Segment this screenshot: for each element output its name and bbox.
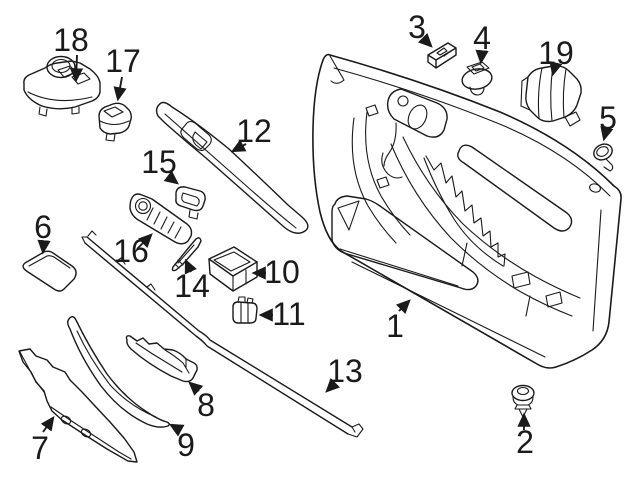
part-6-trim-cap bbox=[22, 250, 77, 292]
callout-8[interactable]: 8 bbox=[188, 381, 215, 423]
callout-18-arrow bbox=[69, 54, 84, 83]
part-11-retaining-clip bbox=[232, 296, 258, 324]
callout-12-arrow bbox=[230, 139, 247, 153]
part-16-speaker-grille-trim bbox=[129, 193, 193, 245]
callout-16-label[interactable]: 16 bbox=[113, 233, 149, 269]
callout-15[interactable]: 15 bbox=[141, 144, 179, 185]
callout-5-arrow bbox=[600, 125, 614, 142]
callout-15-label[interactable]: 15 bbox=[141, 144, 177, 180]
part-10-pocket-housing bbox=[208, 246, 258, 292]
callout-8-arrow bbox=[188, 381, 204, 396]
part-18-window-switch-unit bbox=[23, 55, 101, 117]
callout-13-arrow bbox=[325, 377, 341, 393]
callout-2-label[interactable]: 2 bbox=[516, 424, 534, 460]
part-15-switch-bezel bbox=[175, 186, 206, 220]
callout-14-arrow bbox=[184, 258, 197, 275]
part-7-lower-trim-panel bbox=[18, 348, 138, 463]
callout-10[interactable]: 10 bbox=[251, 254, 300, 290]
callout-13[interactable]: 13 bbox=[325, 353, 363, 393]
part-5-grommet bbox=[593, 143, 614, 172]
callout-17[interactable]: 17 bbox=[105, 43, 141, 102]
callout-3-label[interactable]: 3 bbox=[408, 9, 426, 45]
callout-3-arrow bbox=[417, 32, 433, 48]
callout-17-arrow bbox=[113, 76, 127, 102]
callout-9-arrow bbox=[168, 423, 185, 437]
callout-4[interactable]: 4 bbox=[473, 20, 491, 65]
part-4-grommet-clip bbox=[461, 61, 493, 96]
part-19-pull-handle-cup bbox=[520, 65, 582, 127]
callout-5-label[interactable]: 5 bbox=[599, 100, 617, 136]
callout-9-label[interactable]: 9 bbox=[177, 427, 195, 463]
part-3-bracket-plate bbox=[427, 42, 457, 69]
callout-6-arrow bbox=[37, 239, 51, 255]
callout-17-label[interactable]: 17 bbox=[105, 43, 141, 79]
mirror-bezel bbox=[386, 88, 448, 138]
callout-11-label[interactable]: 11 bbox=[272, 296, 305, 332]
callout-4-arrow bbox=[475, 49, 489, 65]
callout-7-arrow bbox=[40, 415, 55, 433]
callout-16[interactable]: 16 bbox=[113, 233, 153, 269]
callout-15-arrow bbox=[163, 170, 179, 185]
callout-1-arrow bbox=[395, 299, 411, 315]
zigzag-stitching bbox=[425, 155, 506, 267]
armrest bbox=[331, 195, 479, 291]
door-accent-strip bbox=[457, 144, 573, 232]
callout-19[interactable]: 19 bbox=[538, 35, 574, 77]
callouts: 1 2 3 4 5 6 7 8 bbox=[31, 9, 617, 466]
part-12-upper-trim-strip bbox=[155, 101, 309, 234]
callout-7[interactable]: 7 bbox=[31, 415, 55, 466]
callout-9[interactable]: 9 bbox=[168, 423, 195, 463]
part-9-accent-trim-blade bbox=[67, 316, 170, 428]
callout-6[interactable]: 6 bbox=[34, 209, 52, 255]
callout-4-label[interactable]: 4 bbox=[473, 20, 491, 56]
callout-6-label[interactable]: 6 bbox=[34, 209, 52, 245]
callout-19-label[interactable]: 19 bbox=[538, 35, 574, 71]
callout-1[interactable]: 1 bbox=[386, 299, 411, 344]
callout-19-arrow bbox=[549, 60, 563, 77]
part-14-bracket bbox=[171, 237, 202, 272]
speaker-ring bbox=[134, 197, 152, 215]
callout-12-label[interactable]: 12 bbox=[236, 113, 272, 149]
callout-10-label[interactable]: 10 bbox=[264, 254, 300, 290]
callout-8-label[interactable]: 8 bbox=[197, 387, 215, 423]
callout-11[interactable]: 11 bbox=[258, 296, 306, 332]
part-17-window-switch bbox=[98, 102, 132, 142]
part-1-door-trim-panel bbox=[312, 53, 622, 369]
part-2-push-pin-retainer bbox=[511, 384, 535, 418]
callout-1-label[interactable]: 1 bbox=[386, 308, 404, 344]
part-8-trim-bracket bbox=[125, 335, 198, 383]
callout-3[interactable]: 3 bbox=[408, 9, 433, 48]
callout-2[interactable]: 2 bbox=[516, 412, 534, 460]
callout-14-label[interactable]: 14 bbox=[174, 268, 210, 304]
callout-5[interactable]: 5 bbox=[599, 100, 617, 142]
callout-13-label[interactable]: 13 bbox=[327, 353, 363, 389]
callout-16-arrow bbox=[136, 233, 153, 250]
callout-18-label[interactable]: 18 bbox=[53, 22, 89, 58]
part-13-sill-trim-strip bbox=[81, 230, 364, 438]
callout-14[interactable]: 14 bbox=[174, 258, 210, 304]
callout-12[interactable]: 12 bbox=[230, 113, 272, 153]
callout-7-label[interactable]: 7 bbox=[31, 430, 49, 466]
callout-18[interactable]: 18 bbox=[53, 22, 89, 83]
